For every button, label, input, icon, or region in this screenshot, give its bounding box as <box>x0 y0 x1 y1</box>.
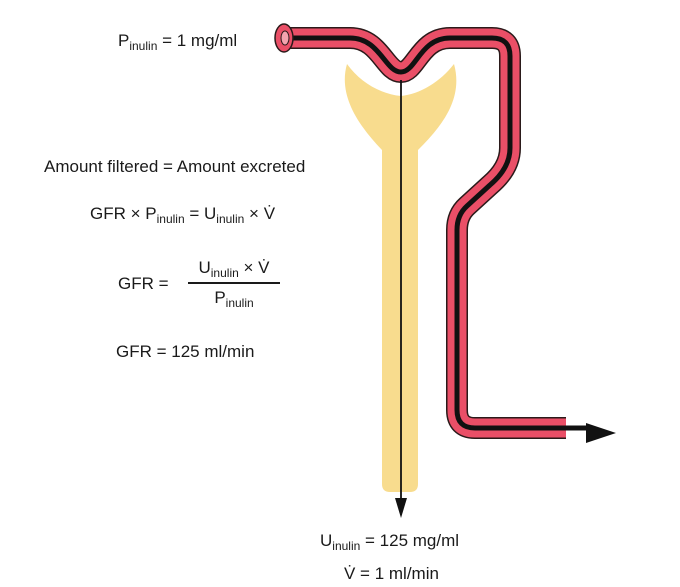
vessel-exit-arrowhead <box>586 423 616 443</box>
gfr-product-equation: GFR × Pinulin = Uinulin × V̇ <box>90 204 276 226</box>
amount-equation: Amount filtered = Amount excreted <box>44 157 306 176</box>
gfr-value: GFR = 125 ml/min <box>116 342 255 361</box>
urine-flow-rate-label: V̇ = 1 ml/min <box>344 564 439 583</box>
urine-inulin-label: Uinulin = 125 mg/ml <box>320 531 460 553</box>
urine-flow-arrowhead <box>395 498 407 518</box>
gfr-fraction-lhs: GFR = <box>118 274 169 293</box>
gfr-fraction-denominator: Pinulin <box>214 287 254 310</box>
plasma-inulin-label: Pinulin = 1 mg/ml <box>118 31 238 53</box>
gfr-fraction-numerator: Uinulin × V̇ <box>198 258 270 280</box>
fraction-bar <box>188 282 280 284</box>
gfr-fraction: Uinulin × V̇ Pinulin <box>188 258 280 310</box>
vessel-opening-inner <box>280 30 290 46</box>
blood-flow-line <box>283 35 590 431</box>
